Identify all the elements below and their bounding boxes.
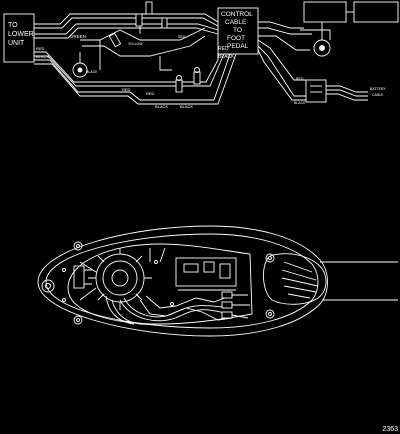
control-cable-label-line4: FOOT: [227, 35, 245, 42]
figure-number: 2363: [382, 426, 398, 433]
handle-grip: [263, 253, 327, 305]
screw-boss-bottom: [73, 315, 83, 325]
wire-harness: [119, 299, 231, 322]
screw-boss-right-top: [265, 253, 275, 263]
wire-red-label: RED: [178, 35, 186, 39]
red-far-label: RED: [296, 77, 304, 81]
control-cable-box: [217, 7, 259, 55]
wire-green-label: GREEN: [70, 34, 86, 39]
lower-unit-label-line1: TO: [8, 22, 18, 29]
black-right-label: BLACK: [218, 54, 235, 60]
wire-yellow-label: YELLOW: [128, 42, 143, 46]
control-cable-label-line1: CONTROL: [221, 11, 253, 18]
black-bottom-label: BLACK: [155, 104, 168, 109]
control-cable-label-line5: PEDAL: [227, 43, 249, 50]
screw-boss-left: [41, 279, 55, 293]
circuit-board: [175, 257, 237, 287]
screw-boss-right-bottom: [265, 309, 275, 319]
relay-box: [305, 79, 327, 103]
battery-cable-label-line1: BATTERY: [370, 87, 386, 91]
black-far-label: BLACK: [294, 101, 306, 105]
black-bottom2-label: BLACK: [180, 104, 193, 109]
wire-black-label: BLACK: [86, 70, 98, 74]
control-cable-label-line2: CABLE: [225, 19, 247, 26]
screw-boss-top: [73, 241, 83, 251]
lower-unit-label-line3: UNIT: [8, 40, 25, 47]
red-mid2-label: RED: [146, 91, 155, 96]
red-right-label: RED: [218, 46, 229, 52]
red-left-label: RED: [36, 46, 45, 51]
control-cable-label-line3: TO: [233, 27, 242, 34]
black-left-label: BLACK: [36, 54, 49, 59]
wiring-schematic: [3, 1, 399, 105]
wiring-labels: TO LOWER UNIT CONTROL CABLE TO FOOT PEDA…: [8, 11, 386, 109]
motor-head-housing: [37, 225, 398, 337]
lower-unit-label-line2: LOWER: [8, 31, 34, 38]
connector-2: [193, 71, 201, 85]
red-mid-label: RED: [122, 87, 131, 92]
connector-1: [175, 79, 183, 93]
battery-cable-label-line2: CABLE: [372, 93, 384, 97]
